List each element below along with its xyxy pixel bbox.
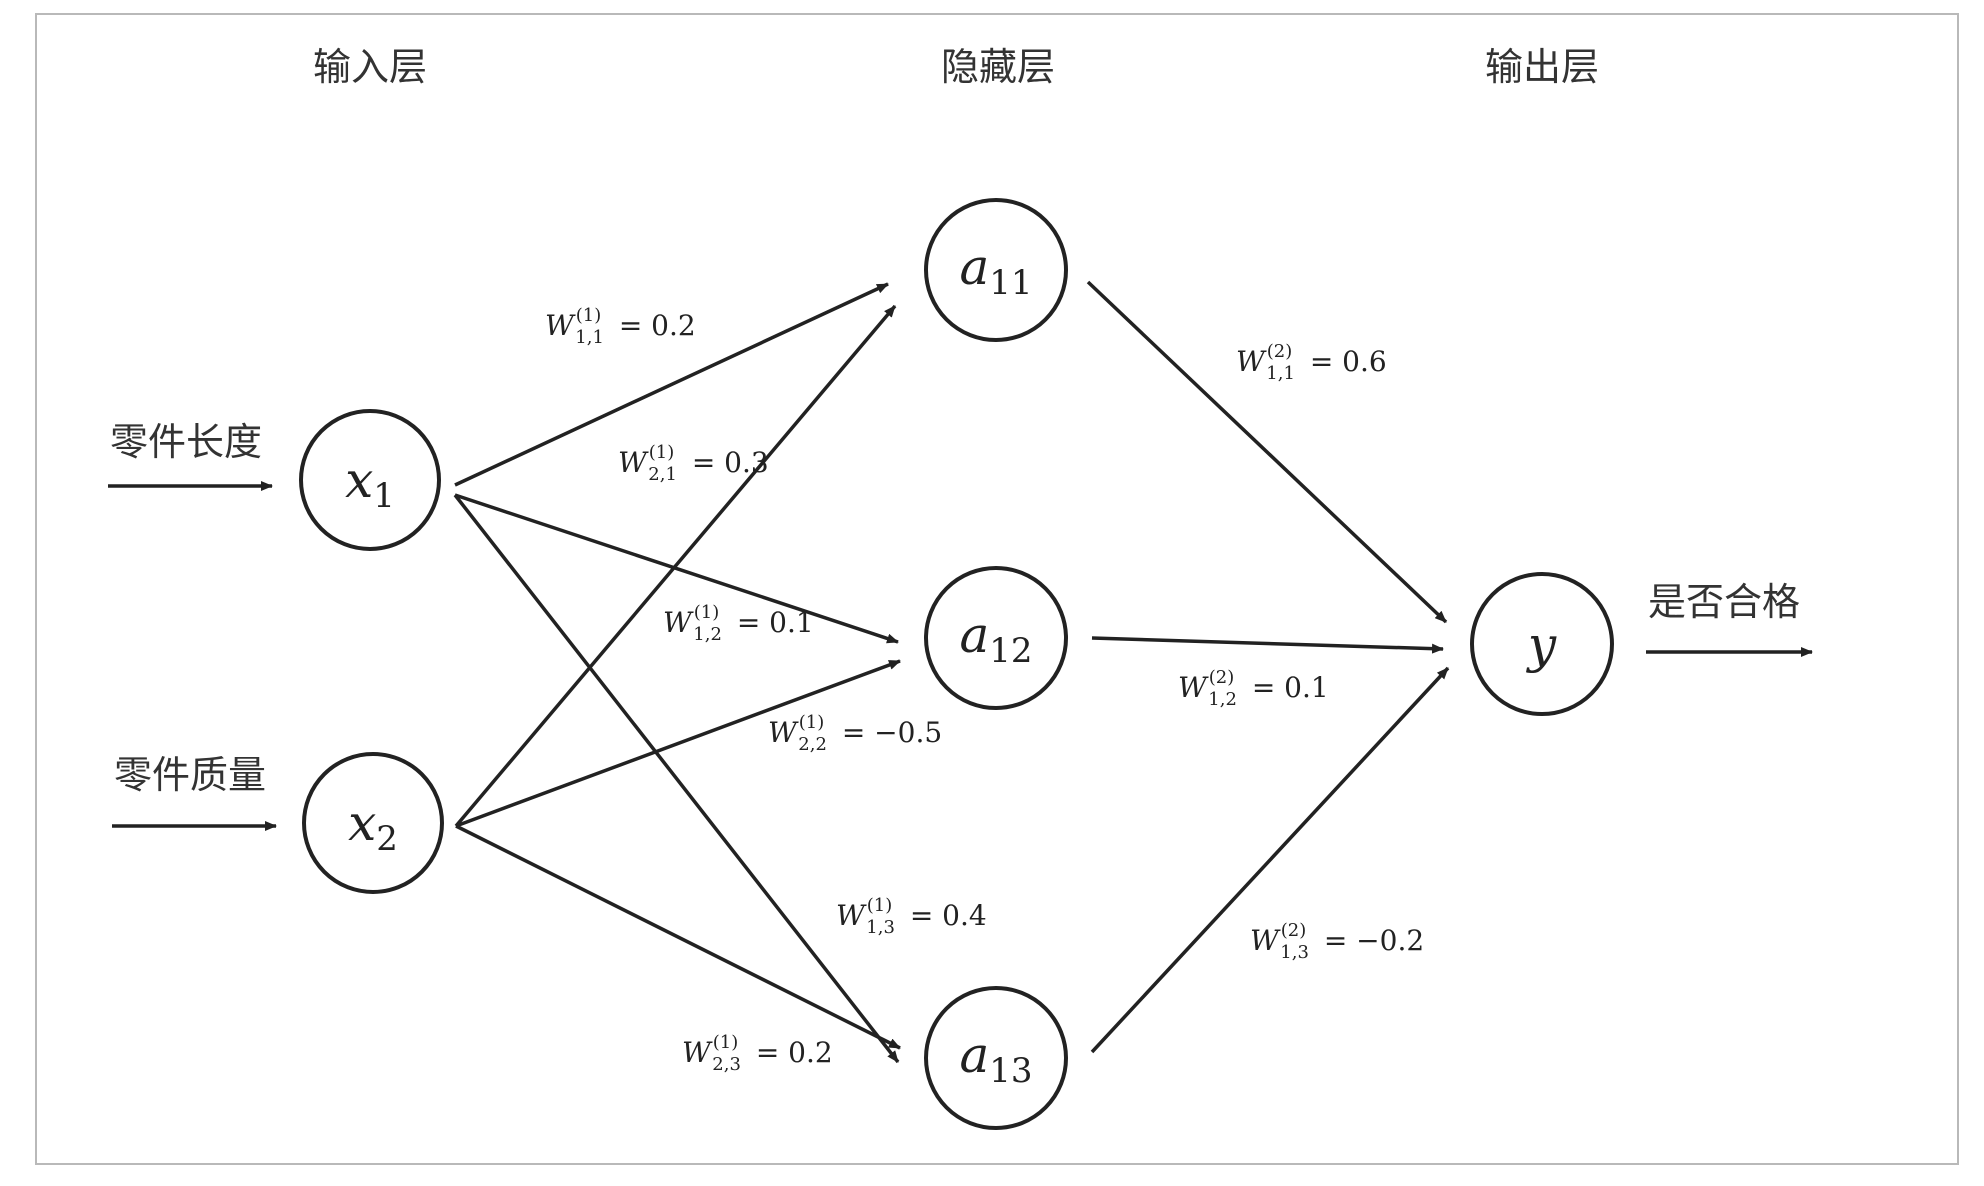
- edge-a12-y: [1091, 636, 1444, 654]
- edge-x2-a13: [455, 824, 901, 1050]
- edge-x1-a11: [454, 282, 889, 487]
- svg-text:a11: a11: [959, 238, 1032, 303]
- weight-w1-22: W(1)2,2 = −0.5: [768, 712, 942, 755]
- node-x1: x1: [299, 409, 441, 551]
- svg-text:a12: a12: [959, 606, 1032, 671]
- weight-w2-12: W(2)1,2 = 0.1: [1178, 667, 1329, 710]
- weight-w2-13: W(2)1,3 = −0.2: [1250, 920, 1424, 963]
- input-label-mass: 零件质量: [114, 753, 266, 797]
- diagram-frame: [35, 13, 1959, 1165]
- output-label: 是否合格: [1648, 580, 1800, 624]
- node-x2: x2: [302, 752, 444, 894]
- node-a13-symbol: a: [959, 1026, 989, 1084]
- node-a11-symbol: a: [959, 238, 989, 296]
- svg-text:x1: x1: [345, 451, 395, 516]
- weight-w2-11: W(2)1,1 = 0.6: [1236, 341, 1387, 384]
- weight-w1-13: W(1)1,3 = 0.4: [836, 895, 987, 938]
- weight-w1-23: W(1)2,3 = 0.2: [682, 1032, 833, 1075]
- node-a13: a13: [924, 986, 1068, 1130]
- node-a12-subscript: 12: [989, 631, 1032, 671]
- edge-a13-y: [1090, 666, 1450, 1054]
- input-label-length: 零件长度: [110, 420, 262, 464]
- node-a12-symbol: a: [959, 606, 989, 664]
- edge-x2-a12: [455, 659, 901, 828]
- node-x1-symbol: x: [345, 451, 373, 509]
- node-a13-subscript: 13: [989, 1051, 1032, 1091]
- edge-x1-a12: [454, 493, 899, 644]
- edge-x1-a13: [453, 493, 900, 1064]
- edge-a11-y: [1086, 280, 1448, 624]
- hidden-layer-title: 隐藏层: [941, 45, 1055, 89]
- output-layer-title: 输出层: [1485, 45, 1599, 89]
- node-x2-subscript: 2: [376, 819, 398, 859]
- svg-text:y: y: [1526, 616, 1557, 674]
- svg-text:x2: x2: [348, 794, 398, 859]
- weight-w1-12: W(1)1,2 = 0.1: [663, 602, 814, 645]
- input-layer-title: 输入层: [313, 45, 427, 89]
- weight-w1-21: W(1)2,1 = 0.3: [618, 442, 769, 485]
- node-y: y: [1470, 572, 1614, 716]
- node-a11: a11: [924, 198, 1068, 342]
- weight-w1-11: W(1)1,1 = 0.2: [545, 305, 696, 348]
- node-x1-subscript: 1: [373, 476, 395, 516]
- node-y-symbol: y: [1526, 616, 1557, 674]
- node-x2-symbol: x: [348, 794, 376, 852]
- edge-x2-a11: [454, 304, 897, 828]
- node-a12: a12: [924, 566, 1068, 710]
- svg-text:a13: a13: [959, 1026, 1032, 1091]
- node-a11-subscript: 11: [989, 263, 1032, 303]
